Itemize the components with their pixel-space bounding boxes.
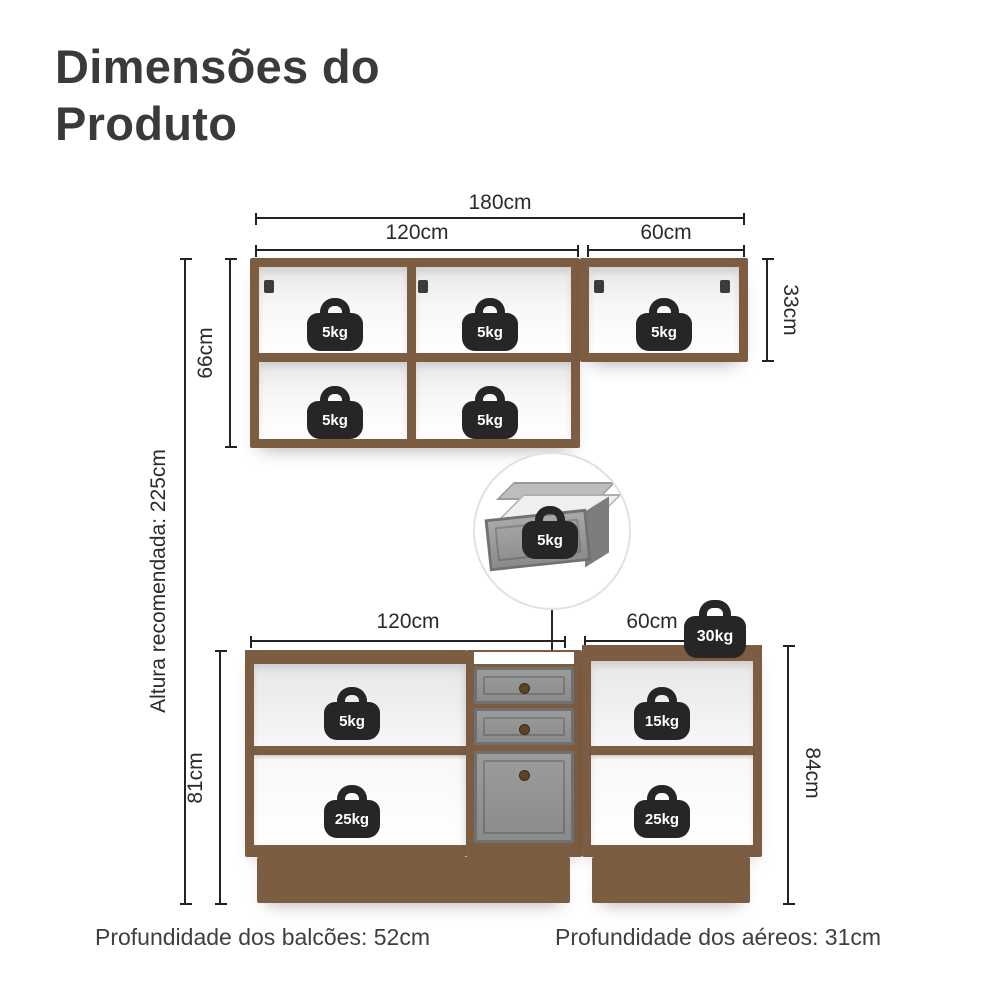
weight-label: 25kg xyxy=(334,810,370,828)
kettlebell-body-icon: 5kg xyxy=(462,401,518,439)
weight-badge-upper-bottom-middle: 5kg xyxy=(462,386,518,439)
plinth-right xyxy=(592,857,750,903)
weight-badge-lower-bottom-left: 25kg xyxy=(324,785,380,838)
kettlebell-body-icon: 5kg xyxy=(324,702,380,740)
dimension-label-upper-right-width: 60cm xyxy=(640,221,692,244)
dimension-line-upper-right-height xyxy=(762,258,774,362)
countertop-left xyxy=(245,650,466,664)
drawer-front-inset xyxy=(483,717,565,736)
dimension-label-lower-left-height: 81cm xyxy=(184,752,207,804)
page-title-line2: Produto xyxy=(55,97,238,151)
drawer-knob-icon xyxy=(519,724,530,735)
dimension-line-upper-right-width xyxy=(587,245,745,257)
footer-note-balcoes-depth: Profundidade dos balcões: 52cm xyxy=(95,924,430,950)
drawer-front-inset xyxy=(483,760,565,834)
weight-badge-countertop: 30kg xyxy=(684,600,746,658)
kettlebell-body-icon: 5kg xyxy=(636,313,692,351)
weight-badge-lower-top-left: 5kg xyxy=(324,687,380,740)
weight-label: 5kg xyxy=(651,323,677,341)
weight-label: 15kg xyxy=(644,712,680,730)
page-title-line1: Dimensões do xyxy=(55,40,380,93)
dimension-label-lower-right-width: 60cm xyxy=(626,610,678,633)
kettlebell-body-icon: 15kg xyxy=(634,702,690,740)
dimension-line-lower-left-height xyxy=(215,650,227,905)
drawer-knob-icon xyxy=(519,770,530,781)
dimension-line-lower-right-height xyxy=(783,645,795,905)
weight-badge-upper-top-right: 5kg xyxy=(636,298,692,351)
hinge-icon xyxy=(418,280,428,293)
dimension-label-upper-right-height: 33cm xyxy=(779,284,802,336)
kettlebell-body-icon: 5kg xyxy=(307,401,363,439)
weight-label: 5kg xyxy=(477,411,503,429)
kettlebell-body-icon: 5kg xyxy=(462,313,518,351)
plinth-left xyxy=(257,857,570,903)
dimension-line-upper-left-height xyxy=(225,258,237,448)
drawer-front-top xyxy=(474,667,574,704)
open-drawer-slot xyxy=(474,652,574,664)
weight-label: 5kg xyxy=(537,531,563,549)
drawer-front-bottom xyxy=(474,751,574,843)
dimension-label-lower-left-width: 120cm xyxy=(376,610,440,633)
dimension-line-recommended-height xyxy=(180,258,192,905)
kettlebell-body-icon: 25kg xyxy=(634,800,690,838)
weight-label: 5kg xyxy=(322,323,348,341)
drawer-knob-icon xyxy=(519,683,530,694)
dimension-label-upper-left-width: 120cm xyxy=(385,221,449,244)
weight-label: 5kg xyxy=(339,712,365,730)
weight-badge-upper-bottom-left: 5kg xyxy=(307,386,363,439)
weight-badge-drawer-detail: 5kg xyxy=(522,506,578,559)
page-title: Dimensões do Produto xyxy=(55,38,380,153)
weight-label: 25kg xyxy=(644,810,680,828)
kettlebell-body-icon: 25kg xyxy=(324,800,380,838)
shelf xyxy=(254,746,466,755)
hinge-icon xyxy=(264,280,274,293)
drawer-tower xyxy=(466,650,582,857)
dimension-line-upper-left-width xyxy=(255,245,579,257)
drawer-front-middle xyxy=(474,708,574,745)
weight-badge-lower-bottom-right: 25kg xyxy=(634,785,690,838)
shelf xyxy=(591,746,753,755)
weight-label: 5kg xyxy=(322,411,348,429)
hinge-icon xyxy=(720,280,730,293)
dimension-label-upper-left-height: 66cm xyxy=(194,327,217,379)
drawer-front-inset xyxy=(483,676,565,695)
footer-note-aereos-depth: Profundidade dos aéreos: 31cm xyxy=(555,924,882,950)
dimension-label-upper-total-width: 180cm xyxy=(468,191,532,214)
weight-badge-upper-top-middle: 5kg xyxy=(462,298,518,351)
dimension-label-recommended-height: Altura recomendada: 225cm xyxy=(147,449,170,713)
weight-badge-upper-top-left: 5kg xyxy=(307,298,363,351)
kettlebell-body-icon: 30kg xyxy=(684,616,746,658)
dimension-label-lower-right-height: 84cm xyxy=(801,747,824,799)
weight-label: 30kg xyxy=(696,628,734,645)
weight-badge-lower-top-right: 15kg xyxy=(634,687,690,740)
dimension-line-upper-total-width xyxy=(255,213,745,225)
hinge-icon xyxy=(594,280,604,293)
weight-label: 5kg xyxy=(477,323,503,341)
detail-connector-line xyxy=(551,610,553,654)
kettlebell-body-icon: 5kg xyxy=(522,521,578,559)
upper-cabinet-left xyxy=(250,258,580,448)
dimension-line-lower-left-width xyxy=(250,636,566,648)
kettlebell-body-icon: 5kg xyxy=(307,313,363,351)
